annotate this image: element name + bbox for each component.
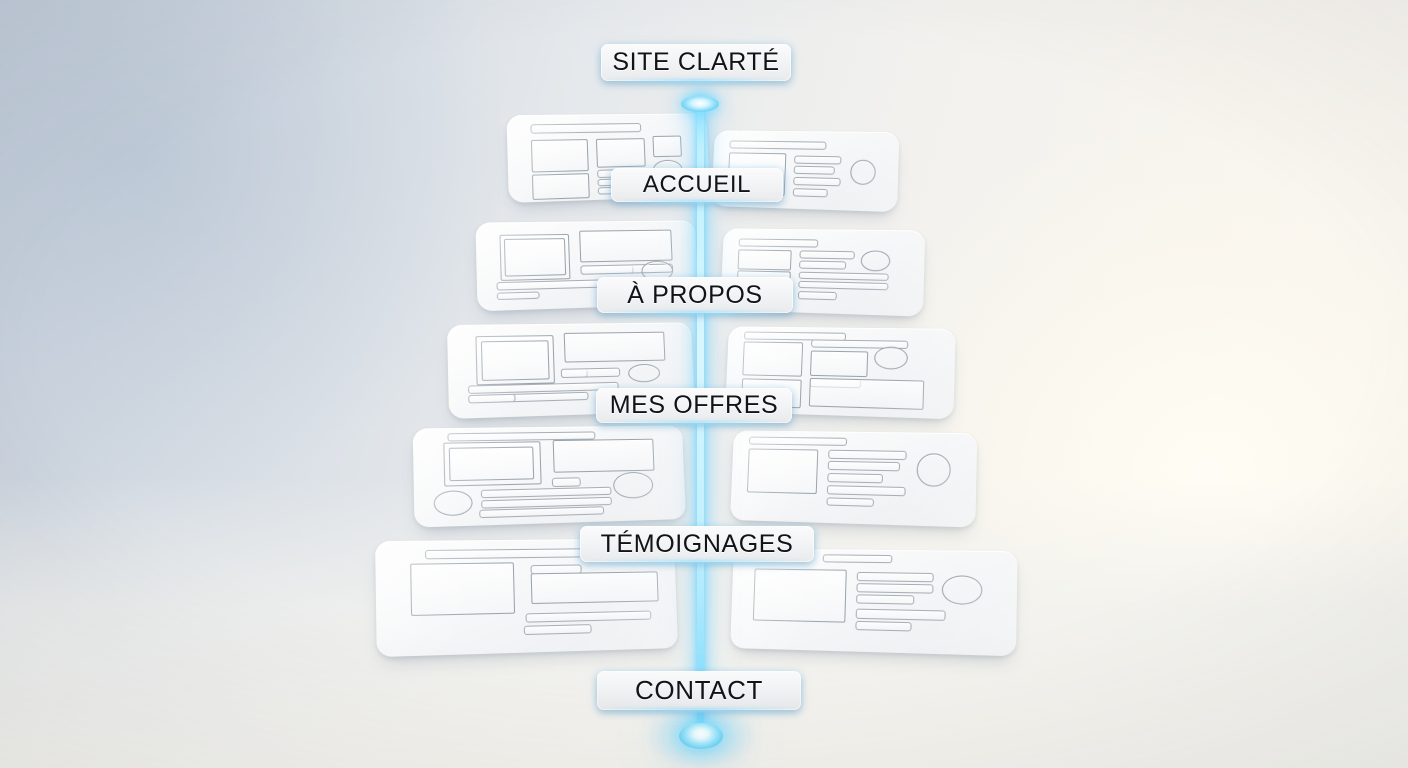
node-label-accueil[interactable]: ACCUEIL — [611, 168, 783, 202]
connector-node-bottom — [679, 723, 723, 749]
node-label-accueil-text: ACCUEIL — [643, 171, 751, 199]
node-label-root-text: SITE CLARTÉ — [612, 48, 779, 77]
node-label-mes-offres-text: MES OFFRES — [610, 391, 779, 420]
node-label-contact[interactable]: CONTACT — [597, 671, 801, 710]
node-label-a-propos[interactable]: À PROPOS — [597, 277, 793, 313]
background-glow-left — [0, 0, 500, 480]
node-label-mes-offres[interactable]: MES OFFRES — [596, 388, 792, 423]
node-label-root[interactable]: SITE CLARTÉ — [601, 44, 791, 81]
node-label-temoignages-text: TÉMOIGNAGES — [601, 530, 794, 559]
node-label-temoignages[interactable]: TÉMOIGNAGES — [580, 526, 814, 562]
connector-node-top — [681, 96, 719, 112]
node-label-contact-text: CONTACT — [635, 675, 763, 706]
node-label-a-propos-text: À PROPOS — [627, 281, 762, 310]
